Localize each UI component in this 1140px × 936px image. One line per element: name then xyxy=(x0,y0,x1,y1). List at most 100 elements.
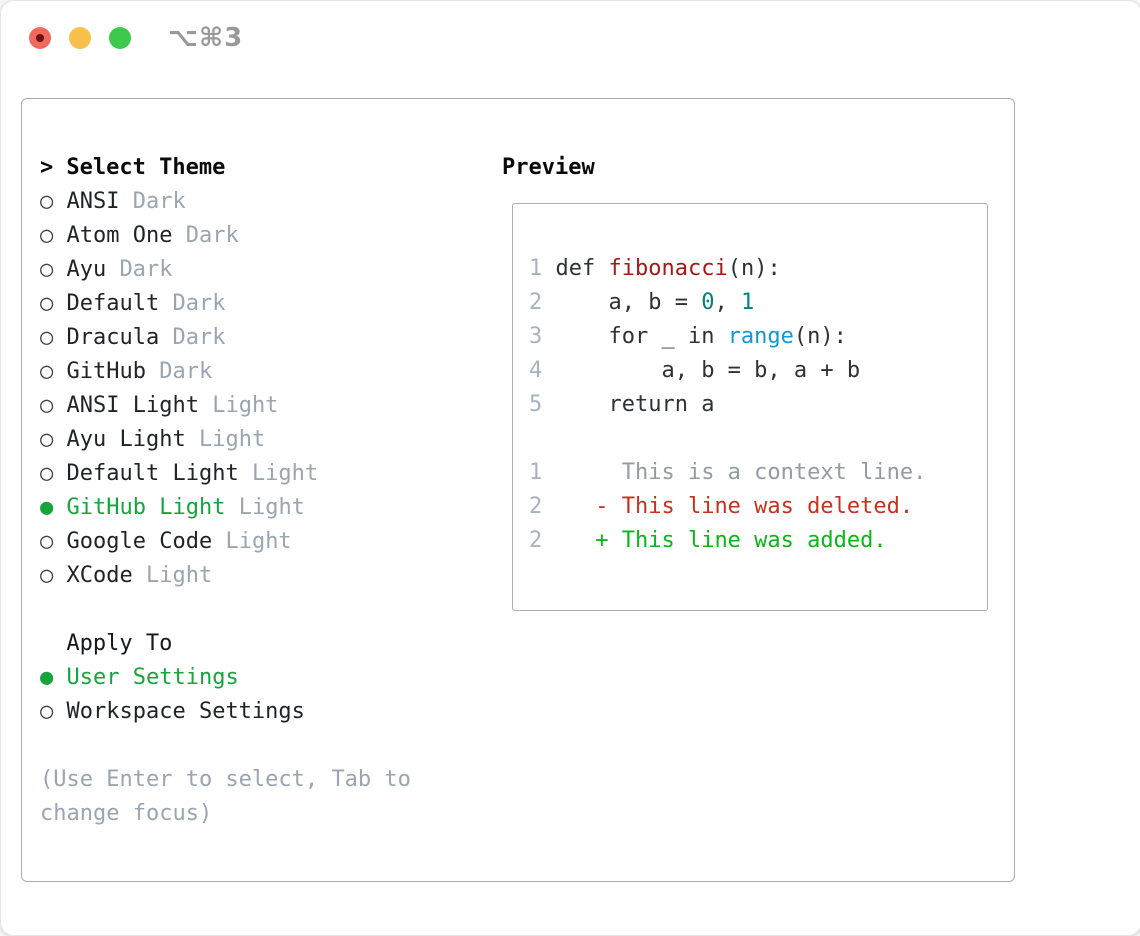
theme-name: Ayu Light xyxy=(66,427,186,452)
theme-name: ANSI xyxy=(66,189,120,214)
radio-unselected-icon: ○ xyxy=(40,257,54,282)
zoom-button[interactable] xyxy=(109,27,131,49)
theme-option-default-dark[interactable]: ○ Default Dark xyxy=(40,287,411,321)
theme-option-dracula-dark[interactable]: ○ Dracula Dark xyxy=(40,321,411,355)
theme-option-ansi-light-light[interactable]: ○ ANSI Light Light xyxy=(40,389,411,423)
code-segment-num: 1 xyxy=(740,290,755,315)
radio-selected-icon: ● xyxy=(40,495,54,520)
theme-variant-label: Dark xyxy=(185,223,239,248)
theme-variant-label: Light xyxy=(198,427,266,452)
preview-title: Preview xyxy=(502,155,595,180)
theme-name: XCode xyxy=(66,563,133,588)
theme-picker-panel: >Select Theme ○ ANSI Dark○ Atom One Dark… xyxy=(21,98,1015,882)
line-number: 2 xyxy=(529,290,556,315)
theme-variant-label: Dark xyxy=(172,325,226,350)
minimize-button[interactable] xyxy=(69,27,91,49)
theme-variant-label: Dark xyxy=(119,257,173,282)
radio-unselected-icon: ○ xyxy=(40,461,54,486)
radio-unselected-icon: ○ xyxy=(40,359,54,384)
theme-option-github-light-light[interactable]: ● GitHub Light Light xyxy=(40,491,411,525)
hint-text: (Use Enter to select, Tab to change focus… xyxy=(40,763,411,831)
apply-option-user-settings[interactable]: ● User Settings xyxy=(40,661,411,695)
radio-unselected-icon: ○ xyxy=(40,563,54,588)
code-segment-context: This is a context line. xyxy=(555,460,927,485)
radio-selected-icon: ● xyxy=(40,665,54,690)
theme-option-ayu-light-light[interactable]: ○ Ayu Light Light xyxy=(40,423,411,457)
theme-name: ANSI Light xyxy=(66,393,199,418)
preview-code-line: 1 def fibonacci(n): xyxy=(529,252,973,286)
theme-name: Atom One xyxy=(66,223,173,248)
preview-code-line: 4 a, b = b, a + b xyxy=(529,354,973,388)
code-segment-func: fibonacci xyxy=(608,256,728,281)
window-titlebar: ⌥⌘3 xyxy=(1,1,1140,75)
theme-name: Dracula xyxy=(66,325,160,350)
code-segment-code: return a xyxy=(555,392,715,417)
line-number: 2 xyxy=(529,494,556,519)
apply-option-workspace-settings[interactable]: ○ Workspace Settings xyxy=(40,695,411,729)
code-segment-num: 0 xyxy=(701,290,715,315)
preview-code-line: 2 a, b = 0, 1 xyxy=(529,286,973,320)
line-number: 1 xyxy=(529,256,556,281)
theme-variant-label: Light xyxy=(145,563,213,588)
code-segment-added: + This line was added. xyxy=(555,528,887,553)
hint-line: (Use Enter to select, Tab to xyxy=(40,767,411,792)
preview-code-line: 3 for _ in range(n): xyxy=(529,320,973,354)
window-title-shortcut: ⌥⌘3 xyxy=(168,23,244,53)
apply-option-label: Workspace Settings xyxy=(66,699,305,724)
line-number xyxy=(529,426,556,451)
code-segment-code: , xyxy=(714,290,741,315)
preview-code-line: 5 return a xyxy=(529,388,973,422)
theme-name: GitHub xyxy=(66,359,146,384)
hint-line: change focus) xyxy=(40,801,213,826)
code-segment-builtin: range xyxy=(727,324,794,349)
spacer xyxy=(40,593,411,627)
theme-name: Google Code xyxy=(66,529,213,554)
theme-option-github-dark[interactable]: ○ GitHub Dark xyxy=(40,355,411,389)
line-number: 3 xyxy=(529,324,556,349)
theme-option-atom-one-dark[interactable]: ○ Atom One Dark xyxy=(40,219,411,253)
code-segment-code: a, b = xyxy=(555,290,702,315)
theme-variant-label: Dark xyxy=(159,359,213,384)
theme-variant-label: Light xyxy=(238,495,305,520)
line-number: 1 xyxy=(529,460,556,485)
unsaved-dot-icon xyxy=(36,34,44,42)
theme-option-ansi-dark[interactable]: ○ ANSI Dark xyxy=(40,185,411,219)
radio-unselected-icon: ○ xyxy=(40,223,54,248)
apply-to-header: Apply To xyxy=(66,631,173,656)
theme-option-ayu-dark[interactable]: ○ Ayu Dark xyxy=(40,253,411,287)
theme-name: Default xyxy=(66,291,160,316)
preview-code-line: 1 This is a context line. xyxy=(529,456,973,490)
theme-list: ○ ANSI Dark○ Atom One Dark○ Ayu Dark○ De… xyxy=(40,185,411,593)
radio-unselected-icon: ○ xyxy=(40,325,54,350)
theme-option-default-light-light[interactable]: ○ Default Light Light xyxy=(40,457,411,491)
code-segment-code: a, b = b, a + b xyxy=(555,358,861,383)
radio-unselected-icon: ○ xyxy=(40,529,54,554)
line-number: 2 xyxy=(529,528,556,553)
radio-unselected-icon: ○ xyxy=(40,291,54,316)
select-theme-header: >Select Theme xyxy=(40,151,411,185)
code-segment-deleted: - This line was deleted. xyxy=(555,494,914,519)
theme-option-xcode-light[interactable]: ○ XCode Light xyxy=(40,559,411,593)
code-segment-code: (n): xyxy=(793,324,847,349)
theme-variant-label: Light xyxy=(212,393,279,418)
line-number: 5 xyxy=(529,392,556,417)
radio-unselected-icon: ○ xyxy=(40,427,54,452)
preview-code-line: 2 + This line was added. xyxy=(529,524,973,558)
radio-unselected-icon: ○ xyxy=(40,699,54,724)
prompt-icon: > xyxy=(40,155,54,180)
preview-code-line: 2 - This line was deleted. xyxy=(529,490,973,524)
theme-list-column: >Select Theme ○ ANSI Dark○ Atom One Dark… xyxy=(40,151,411,831)
theme-variant-label: Dark xyxy=(132,189,186,214)
preview-code-line xyxy=(529,422,973,456)
code-segment-code: (n): xyxy=(727,256,781,281)
theme-name: Default Light xyxy=(66,461,239,486)
theme-option-google-code-light[interactable]: ○ Google Code Light xyxy=(40,525,411,559)
theme-variant-label: Light xyxy=(251,461,319,486)
line-number: 4 xyxy=(529,358,556,383)
close-button[interactable] xyxy=(29,27,51,49)
apply-to-list: ● User Settings○ Workspace Settings xyxy=(40,661,411,729)
theme-variant-label: Light xyxy=(225,529,292,554)
theme-name: Ayu xyxy=(66,257,107,282)
